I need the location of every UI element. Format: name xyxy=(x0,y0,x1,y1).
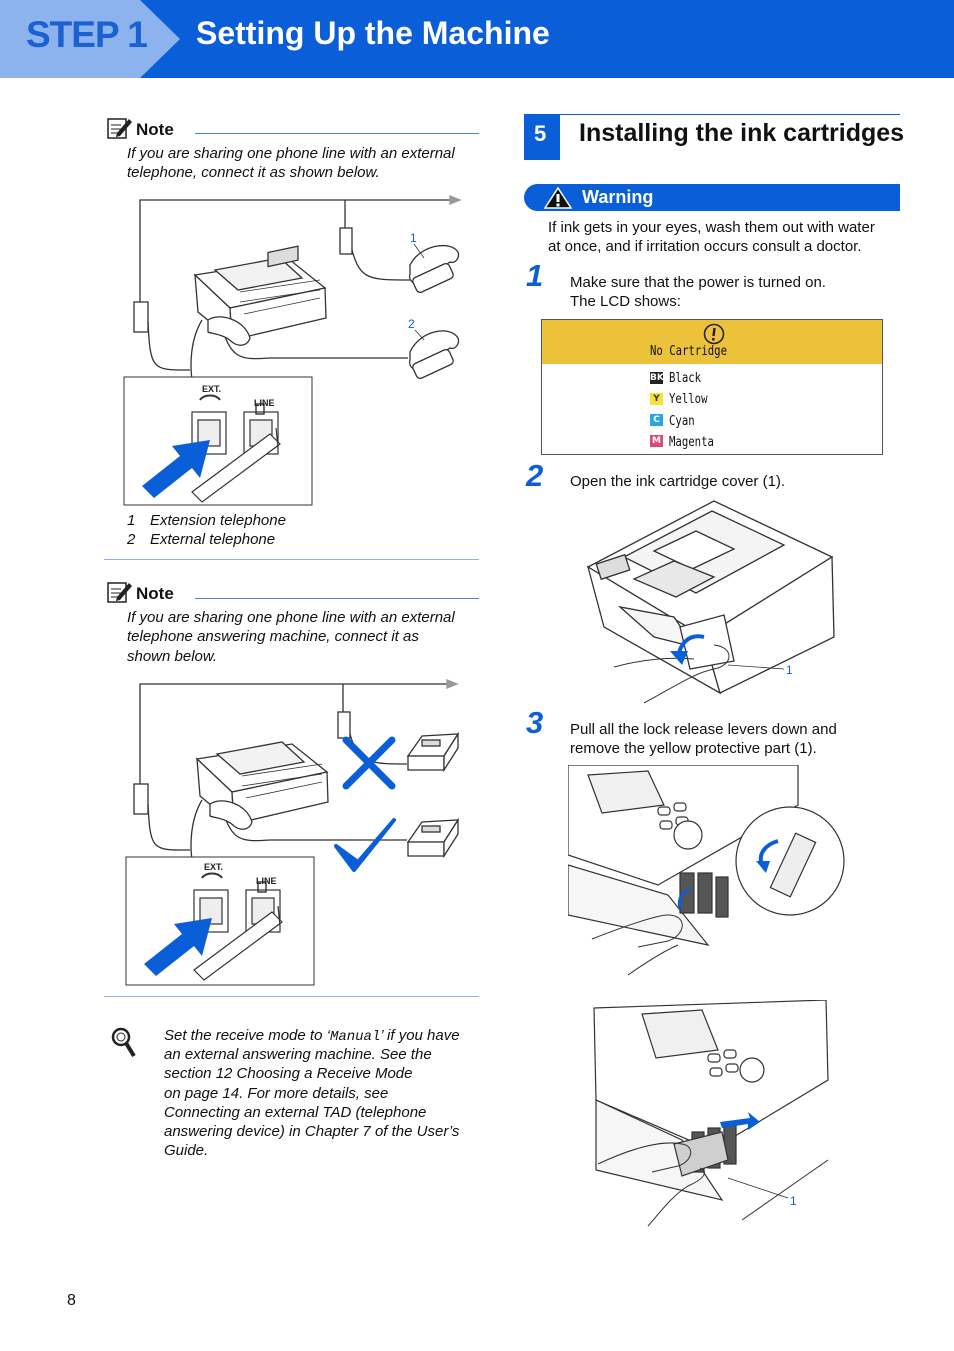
step-text: Pull all the lock release levers down an… xyxy=(570,721,837,738)
tip-text: Connecting an external TAD (telephone xyxy=(164,1104,427,1121)
tip-text: section 12 Choosing a Receive Mode xyxy=(164,1065,413,1082)
legend-num: 1 xyxy=(127,512,136,529)
legend-text: External telephone xyxy=(150,531,276,548)
callout-1: 1 xyxy=(790,1194,797,1208)
lcd-message-bar xyxy=(542,320,882,364)
ink-code-badge: C xyxy=(650,414,663,426)
note-text: If you are sharing one phone line with a… xyxy=(127,609,455,626)
jack-ext-label: EXT. xyxy=(202,384,221,394)
note-text: If you are sharing one phone line with a… xyxy=(127,145,455,162)
callout-1: 1 xyxy=(410,231,417,245)
page-number: 8 xyxy=(67,1292,76,1309)
jack-ext-label: EXT. xyxy=(204,862,223,872)
answering-machine-diagram: EXT. LINE xyxy=(125,679,460,986)
section-number-badge xyxy=(524,114,560,160)
step-text: Open the ink cartridge cover (1). xyxy=(570,473,786,490)
section-rule xyxy=(524,114,900,115)
lcd-message: No Cartridge xyxy=(650,344,728,359)
divider xyxy=(104,559,479,560)
step-number: 1 xyxy=(526,258,544,293)
step-text: Make sure that the power is turned on. xyxy=(570,274,826,291)
ink-code-badge: BK xyxy=(650,372,664,384)
step-number: 2 xyxy=(526,458,544,493)
note-text: shown below. xyxy=(127,648,218,665)
step-text: remove the yellow protective part (1). xyxy=(570,740,817,757)
tip-text: an external answering machine. See the xyxy=(164,1046,432,1063)
legend-text: Extension telephone xyxy=(150,512,286,529)
step-number: 3 xyxy=(526,705,544,740)
tip-text: Set the receive mode to ‘Manual’ if you … xyxy=(164,1027,460,1045)
tip-text: on page 14. For more details, see xyxy=(164,1085,389,1102)
ink-color-name: Magenta xyxy=(669,435,714,450)
section-title: Installing the ink cartridges xyxy=(579,119,905,147)
alert-circle-icon xyxy=(703,323,725,345)
step-label: STEP 1 xyxy=(26,14,148,55)
note-pencil-icon xyxy=(107,118,132,139)
ink-code-badge: M xyxy=(650,435,663,447)
incorrect-cross-icon xyxy=(342,736,396,790)
note-text: telephone, connect it as shown below. xyxy=(127,164,380,181)
warning-icon xyxy=(544,187,572,209)
note-text: telephone answering machine, connect it … xyxy=(127,628,419,645)
lcd-display: No Cartridge BK Black Y Yellow C Cyan M … xyxy=(541,319,883,455)
correct-check-icon xyxy=(334,818,396,872)
divider xyxy=(104,996,479,997)
open-cover-illustration: 1 xyxy=(586,500,835,704)
note-rule xyxy=(195,598,479,599)
magnifier-tip-icon xyxy=(111,1027,136,1058)
mode-code: Manual xyxy=(329,1029,381,1045)
callout-1: 1 xyxy=(786,663,793,677)
jack-line-label: LINE xyxy=(254,398,275,408)
tip-text: answering device) in Chapter 7 of the Us… xyxy=(164,1123,460,1140)
remove-protective-part-illustration: 1 xyxy=(593,1000,829,1227)
warning-bar xyxy=(524,184,900,211)
warning-label: Warning xyxy=(582,187,654,207)
tip-text: Guide. xyxy=(164,1142,209,1159)
page-title: Setting Up the Machine xyxy=(196,15,550,51)
ink-color-name: Black xyxy=(669,371,702,386)
ink-code-badge: Y xyxy=(650,393,663,405)
ink-color-name: Cyan xyxy=(669,414,695,429)
legend-num: 2 xyxy=(127,531,136,548)
lock-release-illustration xyxy=(568,765,845,976)
ink-color-name: Yellow xyxy=(669,392,708,407)
note-label: Note xyxy=(136,120,174,139)
jack-line-label: LINE xyxy=(256,876,277,886)
callout-2: 2 xyxy=(408,317,415,331)
section-number: 5 xyxy=(534,121,547,146)
note-label: Note xyxy=(136,584,174,603)
external-telephone-diagram: 1 2 EXT. LINE xyxy=(123,195,462,506)
step-badge xyxy=(0,0,180,78)
note-pencil-icon xyxy=(107,582,132,603)
warning-text: If ink gets in your eyes, wash them out … xyxy=(548,219,875,236)
step-text: The LCD shows: xyxy=(570,293,681,310)
note-rule xyxy=(195,133,479,134)
warning-text: at once, and if irritation occurs consul… xyxy=(548,238,862,255)
